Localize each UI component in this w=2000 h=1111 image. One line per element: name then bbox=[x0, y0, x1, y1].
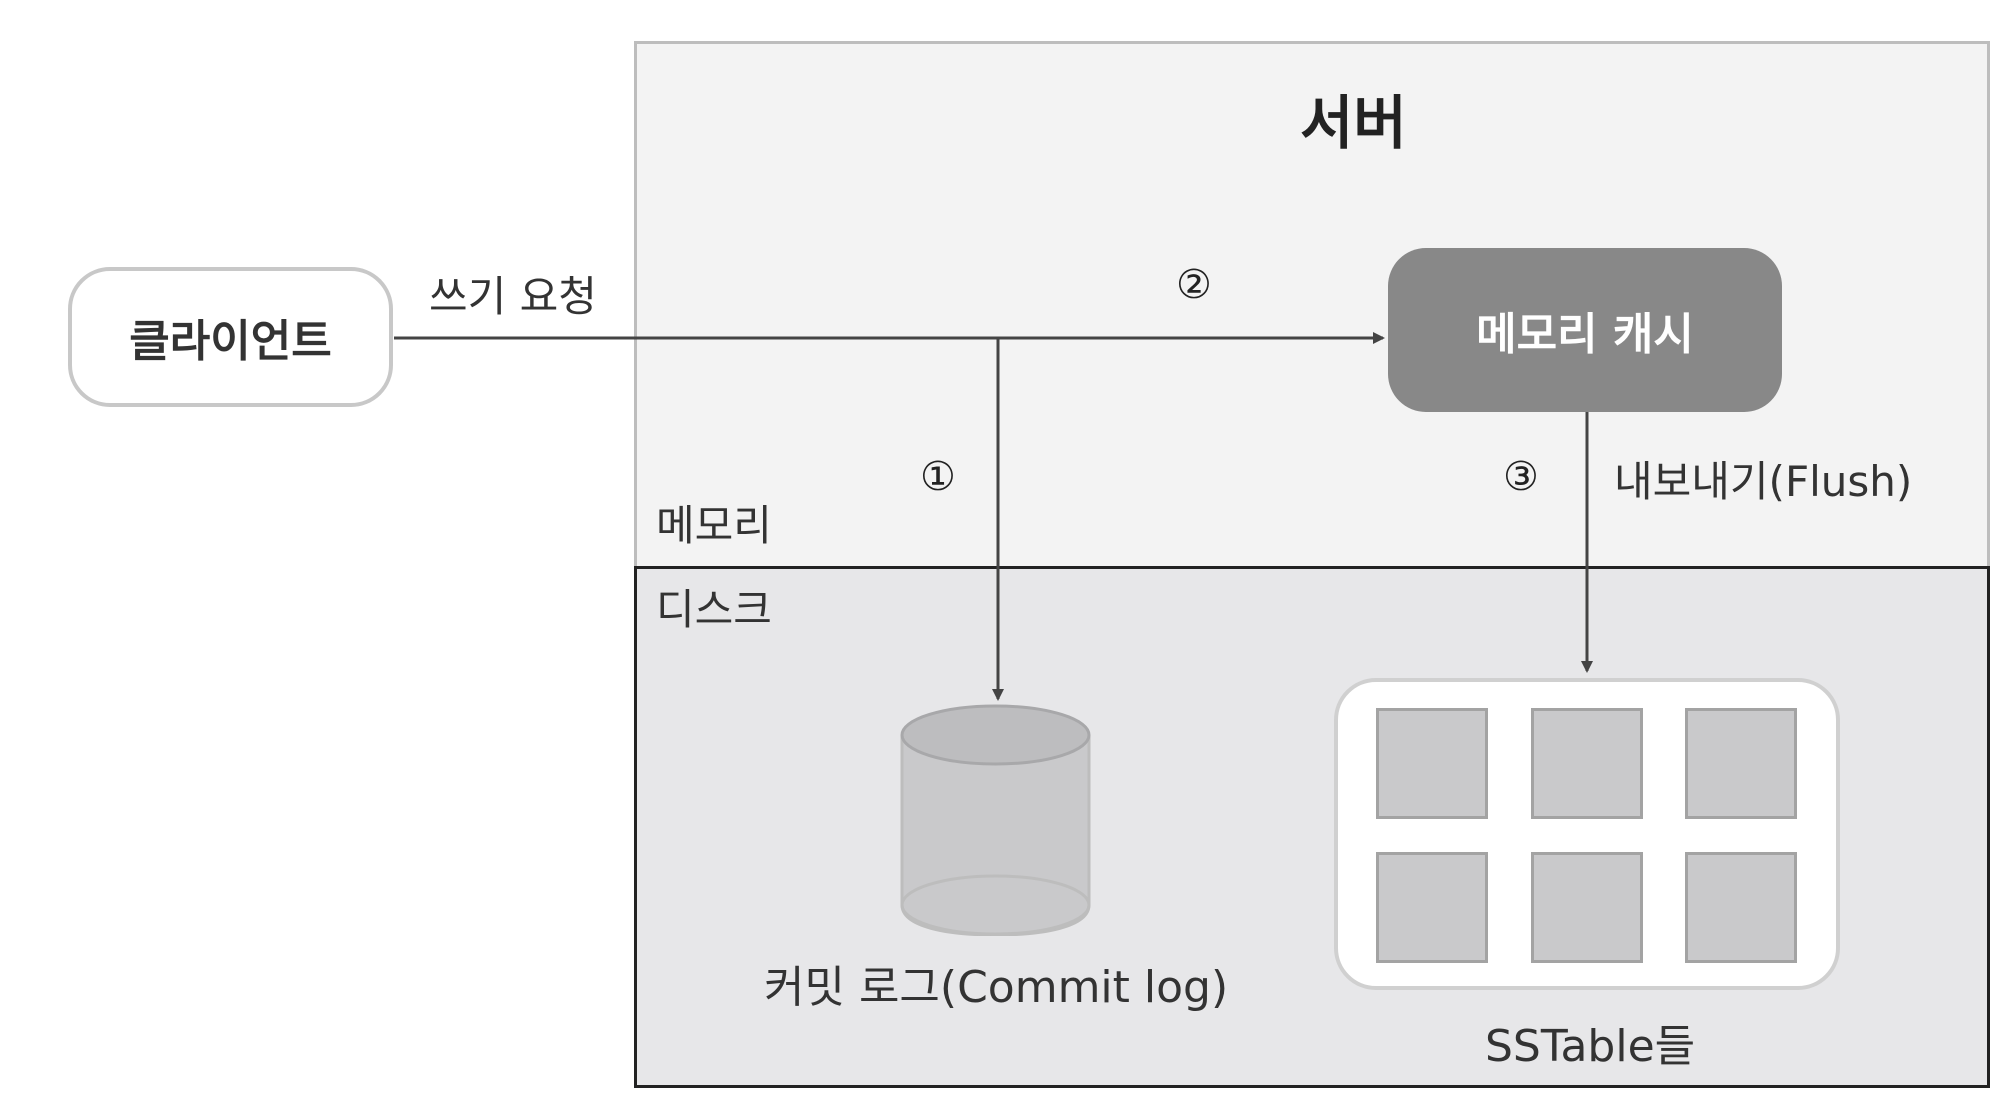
sstables-label: SSTable들 bbox=[1485, 1021, 1696, 1072]
cylinder-top bbox=[900, 704, 1091, 766]
client-node: 클라이언트 bbox=[68, 267, 393, 407]
commit-log-label: 커밋 로그(Commit log) bbox=[764, 962, 1229, 1013]
memory-cache-label: 메모리 캐시 bbox=[1476, 309, 1694, 360]
flush-label: 내보내기(Flush) bbox=[1614, 457, 1913, 506]
step-3-marker: ③ bbox=[1503, 454, 1539, 500]
memory-cache-node: 메모리 캐시 bbox=[1388, 248, 1782, 412]
step-2-marker: ② bbox=[1176, 262, 1212, 308]
sstable-block bbox=[1376, 852, 1488, 963]
sstable-group bbox=[1334, 678, 1840, 990]
step-1-marker: ① bbox=[920, 454, 956, 500]
server-title: 서버 bbox=[1300, 89, 1407, 157]
disk-label: 디스크 bbox=[656, 585, 772, 634]
database-cylinder-icon bbox=[900, 704, 1091, 936]
sstable-block bbox=[1376, 708, 1488, 819]
sstable-block bbox=[1531, 708, 1643, 819]
client-label: 클라이언트 bbox=[129, 316, 332, 367]
memory-label: 메모리 bbox=[656, 501, 772, 550]
sstable-block bbox=[1685, 708, 1797, 819]
sstable-block bbox=[1685, 852, 1797, 963]
cylinder-bottom-rim bbox=[900, 874, 1091, 936]
sstable-block bbox=[1531, 852, 1643, 963]
write-request-label: 쓰기 요청 bbox=[429, 272, 597, 321]
